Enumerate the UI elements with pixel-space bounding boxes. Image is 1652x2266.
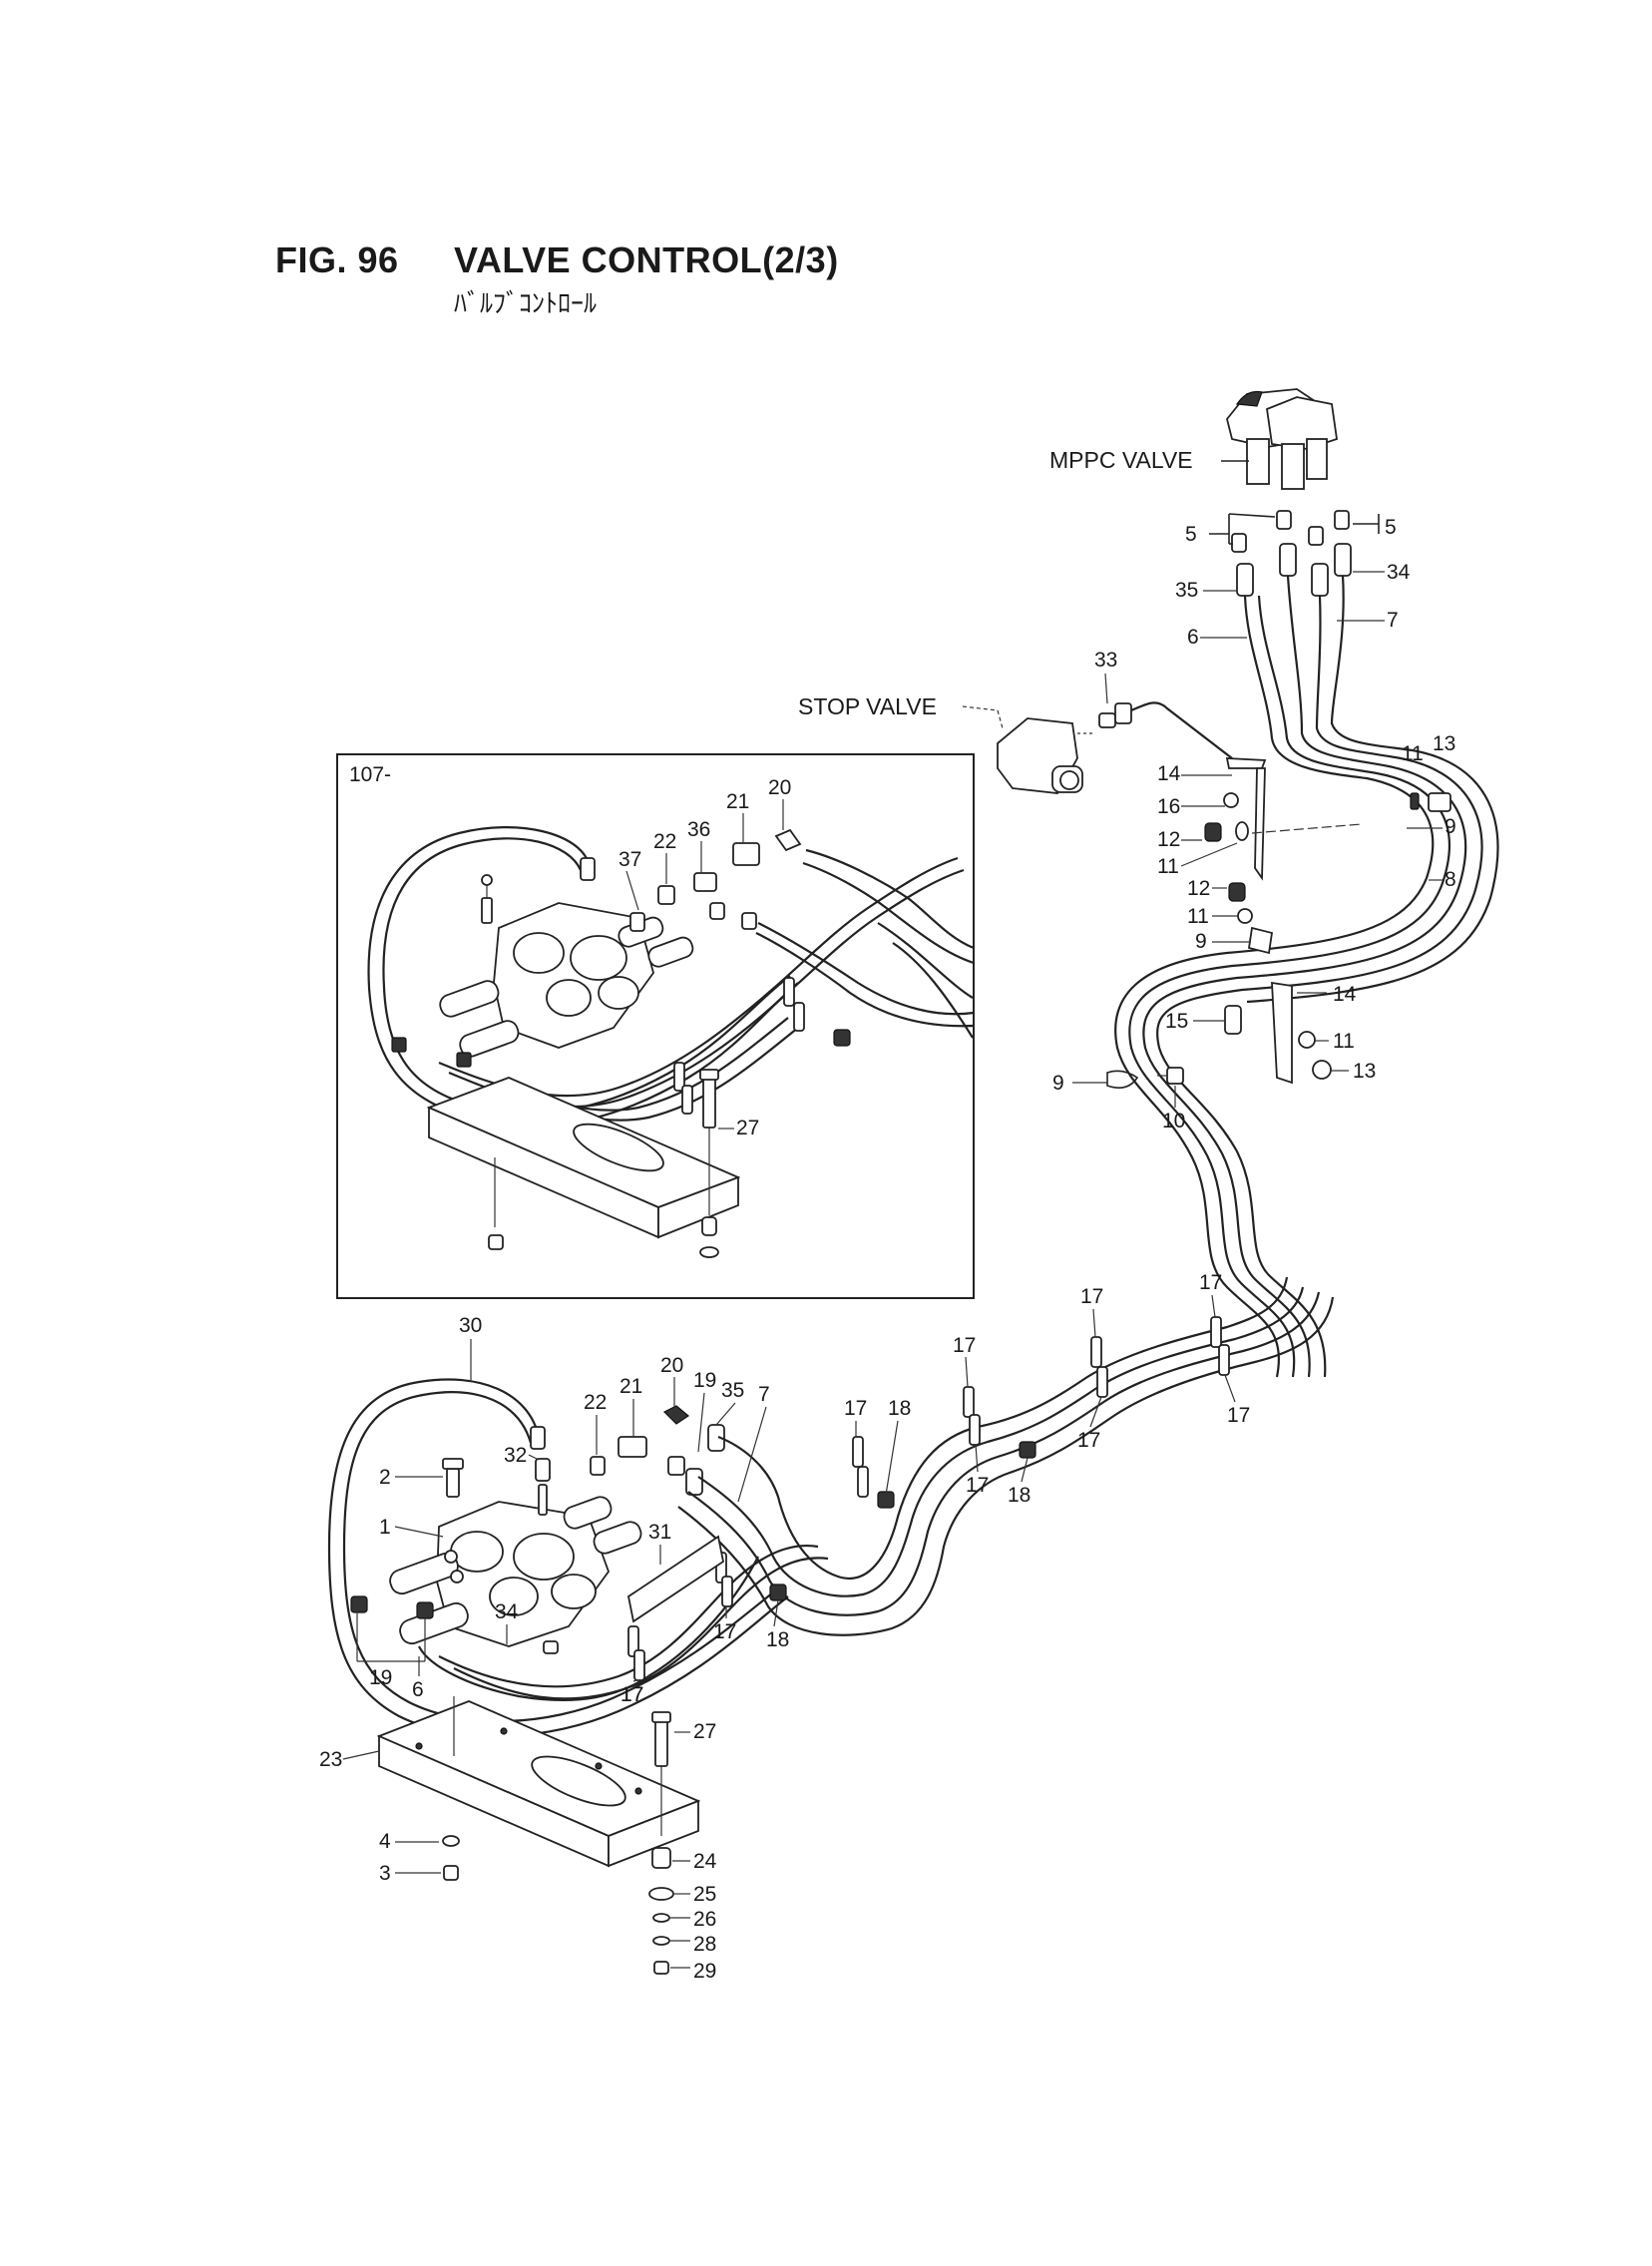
- part-callout-number: 9: [1052, 1072, 1064, 1095]
- part-callout-number: 17: [620, 1683, 643, 1706]
- part-callout-number: 28: [693, 1933, 716, 1956]
- part-callout-number: 37: [619, 848, 641, 871]
- part-callout-number: 19: [693, 1369, 716, 1392]
- part-callout-number: 17: [844, 1397, 867, 1420]
- pilot-hose-bundle-upper: [1114, 575, 1499, 1378]
- part-callout-number: 29: [693, 1960, 716, 1983]
- part-callout-number: 20: [768, 776, 791, 799]
- part-callout-number: 3: [379, 1862, 391, 1885]
- part-callout-number: 10: [1162, 1110, 1185, 1133]
- figure-subtitle: ﾊﾞﾙﾌﾞｺﾝﾄﾛｰﾙ: [454, 289, 598, 319]
- part-callout-number: 21: [726, 790, 749, 813]
- part-callout-number: 17: [953, 1334, 976, 1357]
- inset-view-107: 107-: [336, 753, 975, 1299]
- part-callout-number: 7: [1387, 609, 1399, 632]
- fittings-row-main: [590, 1405, 725, 1496]
- part-callout-number: 11: [1402, 742, 1424, 765]
- bracket-upper: [1204, 757, 1363, 881]
- stop-valve: [997, 717, 1092, 794]
- part-callout-number: 9: [1195, 930, 1207, 953]
- part-callout-number: 8: [1445, 868, 1456, 891]
- mount-hardware-stack: [442, 1835, 674, 1975]
- part-callout-number: 18: [888, 1397, 911, 1420]
- part-callout-number: 17: [1080, 1285, 1103, 1308]
- part-callout-number: 21: [620, 1375, 642, 1398]
- part-callout-number: 14: [1333, 983, 1357, 1006]
- part-callout-number: 35: [1175, 579, 1198, 602]
- part-callout-number: 12: [1157, 828, 1180, 851]
- part-callout-number: 22: [584, 1391, 607, 1414]
- part-callout-number: 11: [1187, 905, 1209, 928]
- part-callout-number: 9: [1445, 815, 1456, 838]
- part-callout-number: 17: [1199, 1271, 1222, 1294]
- part-callout-number: 5: [1185, 523, 1197, 546]
- part-callout-number: 18: [766, 1628, 789, 1651]
- callouts-lower: 20 19 22 21 35 7 32 2 1 17 18 17 17: [319, 1271, 1250, 1983]
- part-callout-number: 1: [379, 1516, 391, 1539]
- part-callout-number: 34: [495, 1600, 519, 1623]
- figure-title: VALVE CONTROL(2/3): [454, 239, 839, 280]
- control-valve-block: [350, 1458, 642, 1654]
- mppc-fittings: [1231, 510, 1352, 597]
- part-callout-number: 17: [1227, 1404, 1250, 1427]
- part-callout-number: 24: [693, 1850, 717, 1873]
- part-callout-number: 13: [1433, 732, 1455, 755]
- callouts-right-upper: 5 5 35 34 6 7: [1175, 516, 1411, 649]
- part-callout-number: 7: [758, 1383, 770, 1406]
- part-callout-number: 15: [1165, 1010, 1188, 1033]
- part-callout-number: 35: [721, 1379, 744, 1402]
- stop-valve-label: STOP VALVE: [798, 693, 937, 719]
- part-callout-number: 12: [1187, 877, 1210, 900]
- fitting-33: [1098, 701, 1233, 759]
- part-callout-number: 17: [713, 1620, 736, 1643]
- part-callout-number: 6: [1187, 626, 1199, 649]
- part-callout-number: 23: [319, 1748, 342, 1771]
- part-callout-number: 27: [693, 1720, 716, 1743]
- part-callout-number: 22: [653, 830, 676, 853]
- mounting-plate: [376, 1696, 701, 1868]
- part-callout-number: 19: [369, 1666, 392, 1689]
- inset-serial-label: 107-: [349, 763, 391, 786]
- part-callout-number: 5: [1385, 516, 1397, 539]
- part-callout-number: 27: [736, 1117, 759, 1139]
- part-callout-number: 6: [412, 1678, 424, 1701]
- part-callout-number: 17: [966, 1474, 989, 1497]
- part-callout-number: 32: [504, 1444, 527, 1467]
- part-callout-number: 11: [1333, 1030, 1355, 1053]
- part-callout-number: 13: [1353, 1060, 1376, 1083]
- part-callout-number: 2: [379, 1466, 391, 1489]
- part-callout-number: 17: [1077, 1429, 1100, 1452]
- mppc-valve: [1226, 388, 1338, 490]
- part-callout-number: 17: [620, 1683, 643, 1706]
- part-callout-number: 26: [693, 1908, 716, 1931]
- figure-number: FIG. 96: [275, 239, 399, 280]
- bracket-31: [626, 1535, 725, 1623]
- bracket-lower: [1224, 882, 1332, 1085]
- part-callout-number: 14: [1157, 762, 1181, 785]
- part-callout-number: 18: [1008, 1484, 1031, 1507]
- part-callout-number: 20: [660, 1354, 683, 1377]
- part-callout-number: 30: [459, 1314, 482, 1337]
- part-callout-number: 4: [379, 1830, 391, 1853]
- part-callout-number: 36: [687, 818, 710, 841]
- part-callout-number: 11: [1157, 855, 1179, 878]
- pilot-hose-bundle-lower: [418, 1276, 1335, 1702]
- part-callout-number: 31: [648, 1521, 671, 1544]
- part-callout-number: 33: [1094, 649, 1117, 672]
- part-callout-number: 16: [1157, 795, 1180, 818]
- part-callout-number: 34: [1387, 561, 1411, 584]
- mppc-valve-label: MPPC VALVE: [1049, 447, 1193, 473]
- part-callout-number: 25: [693, 1883, 716, 1906]
